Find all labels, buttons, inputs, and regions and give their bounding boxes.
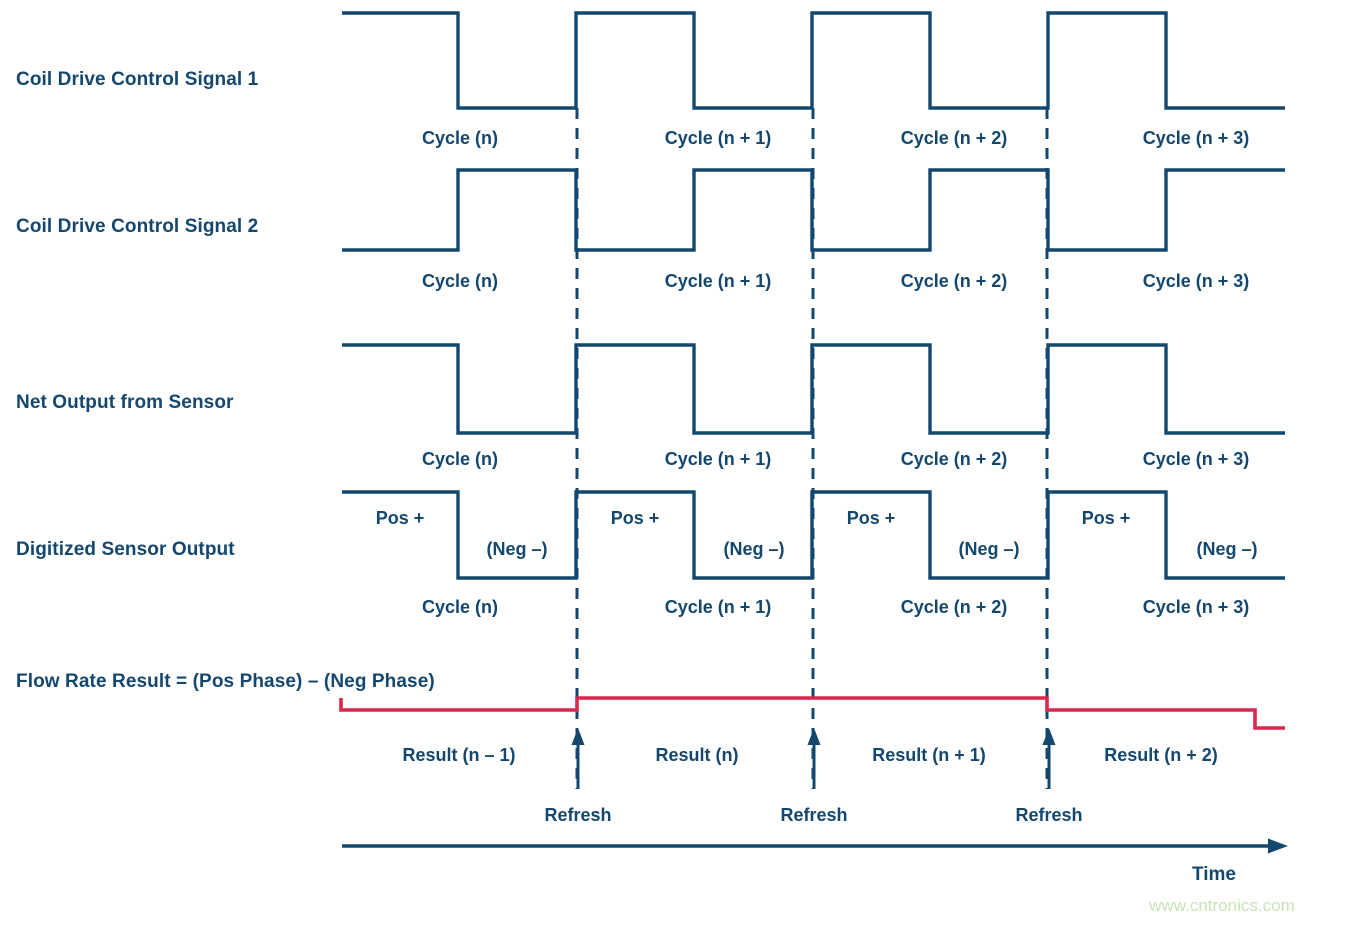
waveform-coil-drive-control-signal-1 (342, 11, 1285, 110)
phase-label-digitized-sensor-output-2: Pos + (610, 508, 660, 528)
cycle-label-net-output-from-sensor-2: Cycle (n + 2) (900, 449, 1008, 469)
refresh-arrow-head-0 (571, 728, 585, 745)
cycle-label-digitized-sensor-output-1: Cycle (n + 1) (664, 597, 772, 617)
row-label-coil-drive-control-signal-1: Coil Drive Control Signal 1 (16, 69, 259, 90)
cycle-label-digitized-sensor-output-0: Cycle (n) (421, 597, 499, 617)
result-label-0: Result (n – 1) (402, 745, 516, 765)
cycle-label-net-output-from-sensor-0: Cycle (n) (421, 449, 499, 469)
cycle-label-coil-drive-control-signal-1-2: Cycle (n + 2) (900, 128, 1008, 148)
phase-label-digitized-sensor-output-7: (Neg –) (1196, 539, 1258, 559)
refresh-label-1: Refresh (780, 805, 848, 825)
result-label-3: Result (n + 2) (1104, 745, 1218, 765)
refresh-label-2: Refresh (1015, 805, 1083, 825)
row-label-flow-rate-result: Flow Rate Result = (Pos Phase) – (Neg Ph… (16, 671, 435, 692)
cycle-label-coil-drive-control-signal-2-0: Cycle (n) (421, 271, 499, 291)
cycle-label-digitized-sensor-output-3: Cycle (n + 3) (1142, 597, 1250, 617)
cycle-label-coil-drive-control-signal-2-3: Cycle (n + 3) (1142, 271, 1250, 291)
cycle-label-net-output-from-sensor-3: Cycle (n + 3) (1142, 449, 1250, 469)
result-label-2: Result (n + 1) (872, 745, 986, 765)
cycle-label-coil-drive-control-signal-1-1: Cycle (n + 1) (664, 128, 772, 148)
cycle-label-coil-drive-control-signal-1-3: Cycle (n + 3) (1142, 128, 1250, 148)
refresh-arrow-head-2 (1042, 728, 1056, 745)
phase-label-digitized-sensor-output-3: (Neg –) (723, 539, 785, 559)
waveform-flow-rate-result (339, 696, 1285, 730)
watermark-text: www.cntronics.com (1149, 896, 1295, 915)
cycle-label-coil-drive-control-signal-1-0: Cycle (n) (421, 128, 499, 148)
cycle-label-coil-drive-control-signal-2-1: Cycle (n + 1) (664, 271, 772, 291)
cycle-label-digitized-sensor-output-2: Cycle (n + 2) (900, 597, 1008, 617)
cycle-label-net-output-from-sensor-1: Cycle (n + 1) (664, 449, 772, 469)
row-label-coil-drive-control-signal-2: Coil Drive Control Signal 2 (16, 216, 259, 237)
time-axis-arrow-icon (1268, 838, 1288, 854)
cycle-label-coil-drive-control-signal-2-2: Cycle (n + 2) (900, 271, 1008, 291)
phase-label-digitized-sensor-output-0: Pos + (375, 508, 425, 528)
phase-label-digitized-sensor-output-4: Pos + (846, 508, 896, 528)
row-label-net-output-from-sensor: Net Output from Sensor (16, 392, 234, 413)
phase-label-digitized-sensor-output-5: (Neg –) (958, 539, 1020, 559)
refresh-arrow-head-1 (807, 728, 821, 745)
row-label-digitized-sensor-output: Digitized Sensor Output (16, 539, 235, 560)
refresh-label-0: Refresh (544, 805, 612, 825)
phase-label-digitized-sensor-output-6: Pos + (1081, 508, 1131, 528)
phase-label-digitized-sensor-output-1: (Neg –) (486, 539, 548, 559)
result-label-1: Result (n) (655, 745, 739, 765)
time-axis-label: Time (1191, 864, 1237, 885)
